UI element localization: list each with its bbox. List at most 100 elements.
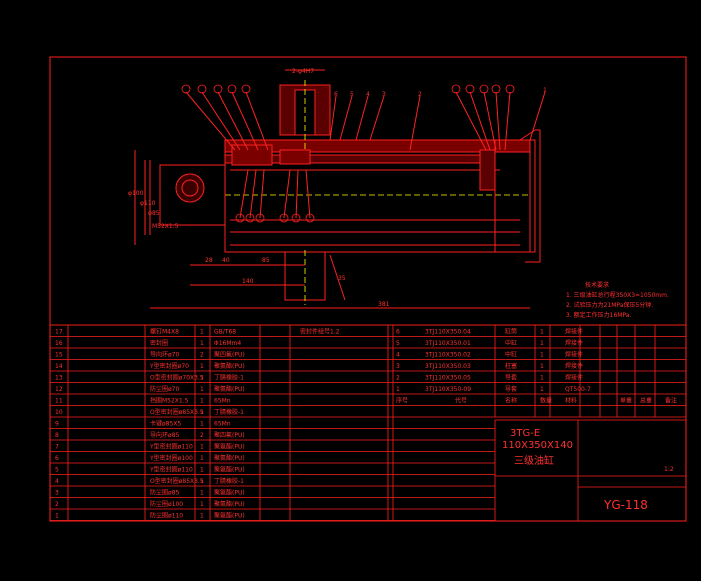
bom-left-name: 防尘圈ø85 [150, 489, 179, 497]
bom-left-material: 聚氨酯(PU) [214, 454, 245, 462]
scale: 1:2 [664, 466, 674, 473]
dim-total: 381 [378, 301, 390, 308]
bom-left-name: O型密封圈ø70X3.5 [150, 374, 204, 382]
bom-left-name: 导向环ø70 [150, 351, 179, 359]
bom-left-qty: 1 [200, 444, 204, 451]
bom-left-name: 螺钉M4X8 [150, 328, 179, 336]
bom-right-code: 3TJ110X350.05 [425, 375, 471, 382]
cylinder-assembly-view [134, 69, 546, 309]
bom-right-no: 1 [396, 386, 400, 393]
bom-left-no: 7 [55, 444, 59, 451]
bom-left-qty: 1 [200, 329, 204, 336]
bom-left-no: 8 [55, 432, 59, 439]
bom-left-name: 防尘圈ø100 [150, 500, 183, 508]
bom-right-material: QT500-7 [565, 386, 591, 393]
bom-right-name: 中缸 [505, 351, 517, 359]
dimension-labels: 2-φ4H7 28 40 85 140 381 35 M52X1.5 φ100 … [128, 68, 390, 308]
bom-right-code: 3TJ110X350.03 [425, 363, 471, 370]
bom-right-code: 3TJ110X350.01 [425, 340, 471, 347]
bom-left-no: 16 [55, 340, 63, 347]
dim-v1: 35 [338, 275, 346, 282]
bom-right-code: 3TJ110X350.04 [425, 329, 471, 336]
bom-right-no: 5 [396, 340, 400, 347]
bom-left-no: 15 [55, 352, 63, 359]
bom-right-qty: 1 [540, 340, 544, 347]
bom-right-name: 导套 [505, 385, 517, 393]
model-line1: 3TG-E [510, 428, 540, 439]
dim-h4: 140 [242, 278, 254, 285]
bom-left-qty: 2 [200, 352, 204, 359]
bom-right-no: 3 [396, 363, 400, 370]
svg-text:6: 6 [334, 91, 338, 98]
bom-right-material: 焊接件 [565, 339, 583, 347]
bom-left-material: 聚氨酯(PU) [214, 362, 245, 370]
dim-left-c: φ85 [148, 210, 160, 217]
bom-left-qty: 1 [200, 455, 204, 462]
bom-left-no: 12 [55, 386, 63, 393]
bom-right-no: 6 [396, 329, 400, 336]
bom-header-cell: 备注 [665, 397, 677, 405]
bom-right-code: 3TJ110X350-09 [425, 386, 471, 393]
svg-text:5: 5 [350, 91, 354, 98]
bom-left-material: 聚氨酯(PU) [214, 443, 245, 451]
bom-left-name: O型密封圈ø85X3.5 [150, 477, 204, 485]
svg-text:1: 1 [543, 87, 547, 94]
dim-h1: 28 [205, 257, 213, 264]
bom-left-qty: 2 [200, 432, 204, 439]
bom-right-code: 3TJ110X350.02 [425, 352, 471, 359]
bom-left-material: 聚氨酯(PU) [214, 500, 245, 508]
dim-h2: 40 [222, 257, 230, 264]
bom-left-material: 丁腈橡胶-1 [214, 374, 244, 382]
dim-left-b: φ110 [140, 200, 156, 207]
bom-header-cell: 代号 [455, 397, 467, 405]
svg-text:3: 3 [382, 91, 386, 98]
leader-numbers: 6 5 4 3 2 1 [334, 87, 547, 98]
bom-left-name: 挡圈M52X1.5 [150, 397, 189, 405]
bom-left-qty: 1 [200, 363, 204, 370]
bom-left-name: Y型密封圈ø110 [149, 466, 193, 474]
bom-left-material: 聚氨酯(PU) [214, 489, 245, 497]
bom-left-material: 65Mn [214, 398, 231, 405]
bom-left-qty: 1 [200, 513, 204, 520]
bom-right-qty: 1 [540, 363, 544, 370]
bom-right-name: 导套 [505, 374, 517, 382]
bom-left-qty: 1 [200, 375, 204, 382]
bom-left-name: 防尘圈ø110 [150, 512, 183, 520]
bom-left-name: 卡键ø85X5 [150, 420, 181, 428]
note-2: 2. 试验压力为21MPa保压5分钟. [566, 301, 653, 309]
bom-right-material: 焊接件 [565, 351, 583, 359]
bom-left-material: 聚四氟(PU) [214, 351, 245, 359]
bom-right-name: 柱塞 [505, 362, 517, 370]
bom-left-no: 9 [55, 421, 59, 428]
bom-right-qty: 1 [540, 329, 544, 336]
part-name: 三级油缸 [514, 454, 554, 467]
bom-right-qty: 1 [540, 375, 544, 382]
model-line2: 110X350X140 [502, 440, 573, 451]
bom-right-qty: 1 [540, 386, 544, 393]
bom-header-cell: 单重 [620, 397, 632, 405]
bom-left-no: 10 [55, 409, 63, 416]
bom-left-material: 聚四氟(PU) [214, 431, 245, 439]
bom-right-material: 焊接件 [565, 374, 583, 382]
bom-left-material: 丁腈橡胶-1 [214, 408, 244, 416]
bom-right-material: 焊接件 [565, 328, 583, 336]
svg-text:4: 4 [366, 91, 370, 98]
bom-right-name: 中缸 [505, 339, 517, 347]
note-1: 1. 三级油缸总行程350X3=1050mm. [566, 291, 669, 299]
bom-left-material: 65Mn [214, 421, 231, 428]
bom-left-name: Y型密封圈ø110 [149, 443, 193, 451]
drawing-number: YG-118 [603, 498, 648, 512]
bom-left-no: 6 [55, 455, 59, 462]
bom-left-qty: 1 [200, 409, 204, 416]
bom-left-qty: 1 [200, 490, 204, 497]
bom-right-name: 缸筒 [505, 328, 517, 336]
bom-left-qty: 1 [200, 340, 204, 347]
bom-left-name: Y型密封圈ø70 [149, 362, 189, 370]
bom-left-qty: 1 [200, 398, 204, 405]
bom-left-name: 密封圈 [150, 339, 168, 347]
note-3: 3. 额定工作压力16MPa. [566, 311, 631, 319]
bom-header-cell: 序号 [396, 397, 408, 405]
bom-left-qty: 1 [200, 421, 204, 428]
